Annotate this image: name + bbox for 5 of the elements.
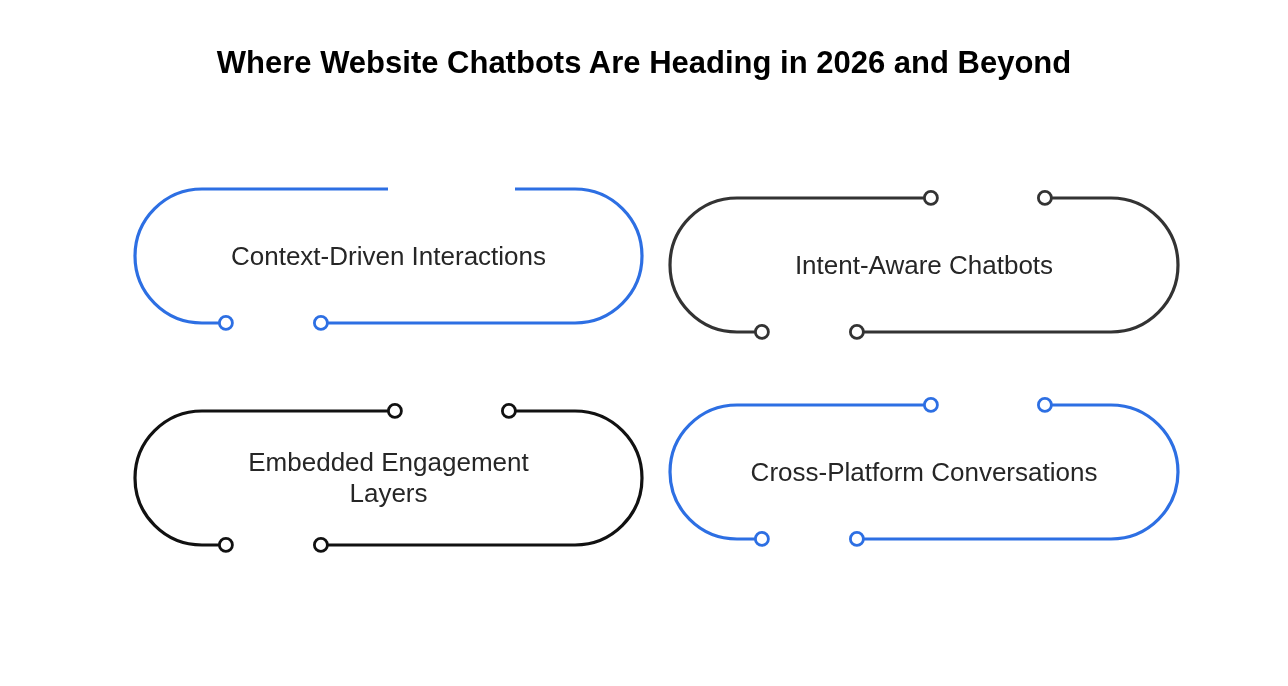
node-label: Cross-Platform Conversations — [750, 456, 1098, 488]
node-label: Context-Driven Interactions — [231, 240, 546, 272]
node-label: Embedded Engagement Layers — [247, 447, 530, 509]
diagram-title: Where Website Chatbots Are Heading in 2026 and Beyond — [216, 44, 1072, 82]
node-label: Intent-Aware Chatbots — [794, 249, 1054, 281]
